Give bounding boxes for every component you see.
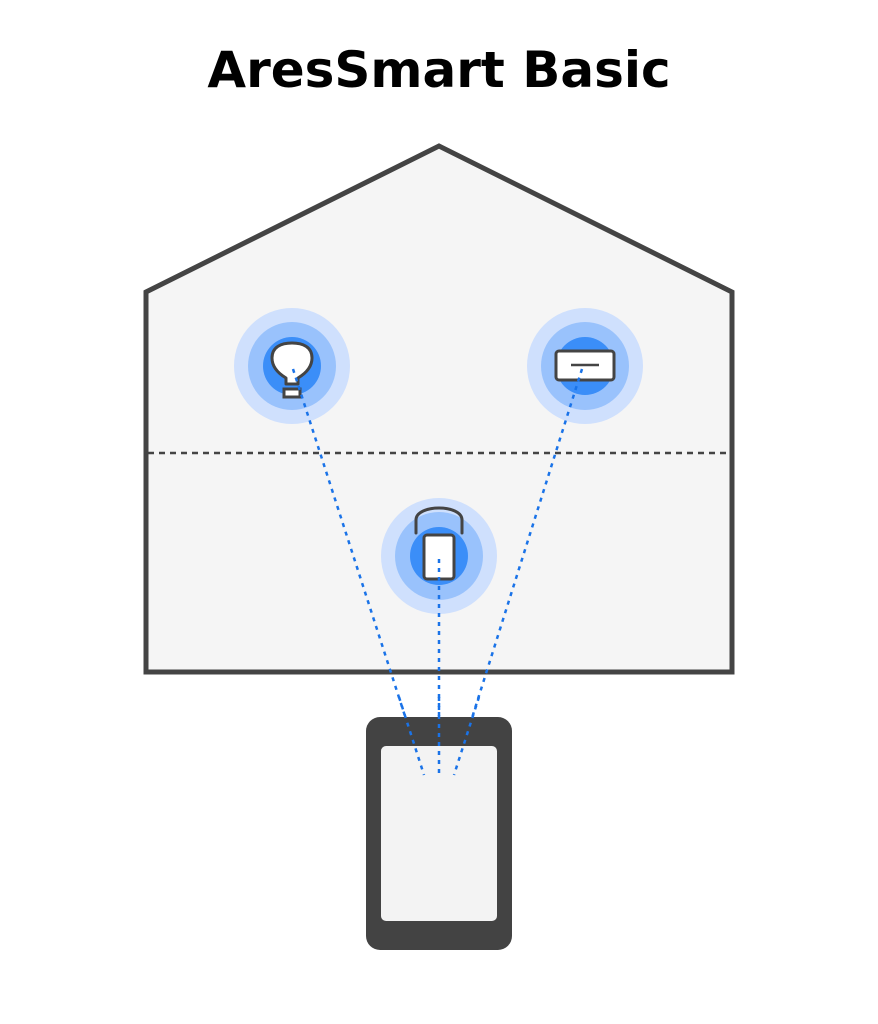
phone-screen xyxy=(381,746,497,921)
house-outline xyxy=(143,143,735,675)
device-air-conditioner[interactable] xyxy=(527,308,643,424)
page-title: AresSmart Basic xyxy=(207,41,671,99)
signal-lines-on-screen xyxy=(397,696,481,776)
device-smart-bulb[interactable] xyxy=(234,308,350,424)
device-smart-lock[interactable] xyxy=(381,498,497,614)
smartphone-icon[interactable] xyxy=(366,717,512,950)
lightbulb-icon xyxy=(270,341,314,399)
air-conditioner-icon xyxy=(554,349,616,382)
